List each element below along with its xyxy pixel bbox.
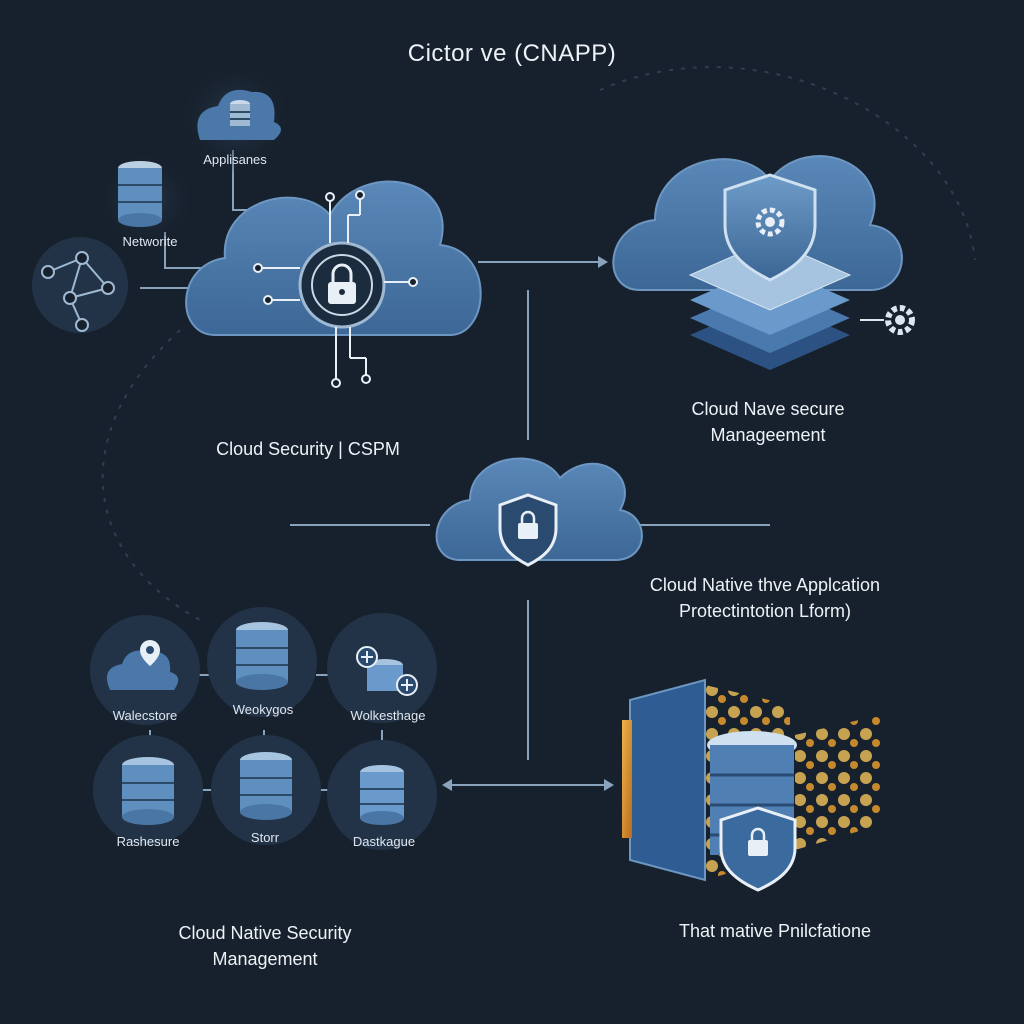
cnsm-label-line1: Cloud Native Security [178, 923, 352, 943]
secure-management-icon [612, 155, 915, 370]
database-icon [360, 765, 404, 825]
workload-protection-icon [622, 678, 880, 892]
grid-label-weokygos: Weokygos [232, 702, 294, 717]
secure-management-label-line1: Cloud Nave secure [691, 399, 845, 419]
cnsm-label-line2: Management [212, 949, 318, 969]
background-arcs [101, 66, 976, 621]
grid-label-storr: Storr [250, 830, 280, 845]
cloud-pin-icon [106, 650, 179, 690]
grid-label-wolkesthage: Wolkesthage [350, 708, 426, 723]
grid-label-rashesure: Rashesure [116, 834, 180, 849]
network-node [95, 150, 195, 250]
secure-management-label-line2: Manageement [710, 425, 826, 445]
cspm-label: Cloud Security | CSPM [216, 439, 400, 459]
database-icon [236, 622, 288, 690]
network-label: Networite [122, 234, 178, 249]
database-plus-icon [356, 646, 418, 696]
grid-label-dastkague: Dastkague [352, 834, 416, 849]
applications-node [177, 60, 293, 176]
cnapp-label-line2: Protectintotion Lform) [678, 601, 852, 621]
gear-icon [860, 305, 915, 335]
applications-label: Applisanes [203, 152, 267, 167]
cnapp-label-line1: Cloud Native thve Applcation [649, 575, 881, 595]
central-cloud-shield-icon [435, 457, 643, 567]
diagram-title: Cictor ve (CNAPP) [407, 40, 617, 67]
database-icon [240, 752, 292, 820]
workload-protection-label: That mative Pnilcfatione [678, 921, 872, 941]
grid-label-walecstore: Walecstore [112, 708, 178, 723]
topology-node [32, 237, 128, 333]
database-icon [122, 757, 174, 825]
cspm-cloud-icon [185, 180, 482, 388]
